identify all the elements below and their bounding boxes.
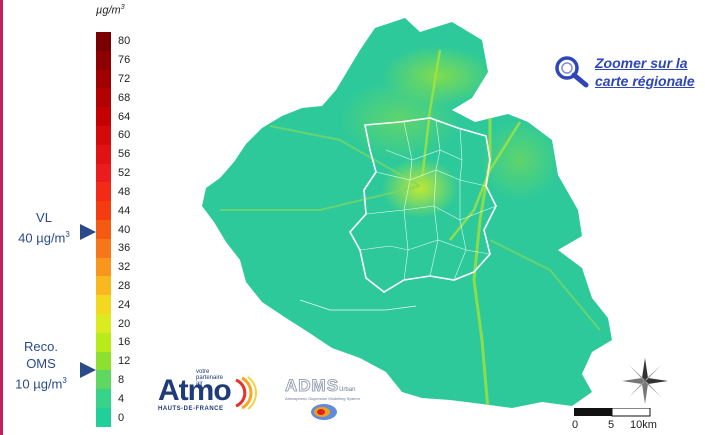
legend-color-segment [96, 125, 111, 145]
compass-rose-icon [622, 358, 668, 404]
atmo-region: HAUTS-DE-FRANCE [158, 406, 224, 412]
commune-boundaries [359, 119, 497, 281]
scale-label-10: 10km [630, 419, 657, 431]
outer-boundary-line [299, 299, 417, 311]
legend-tick-label: 44 [118, 204, 131, 217]
zoom-regional-link[interactable]: Zoomer sur la carte régionale [553, 54, 695, 90]
legend-color-segment [96, 313, 111, 333]
legend-color-scale [96, 32, 111, 427]
legend-color-segment [96, 50, 111, 70]
plume-icon [311, 404, 337, 420]
scale-label-5: 5 [608, 419, 615, 431]
oms-arrow-icon [80, 362, 96, 378]
legend-color-segment [96, 407, 111, 427]
legend-tick-label: 56 [118, 148, 131, 161]
atmo-logo: votre partenaire air Atmo HAUTS-DE-FRANC… [158, 369, 257, 412]
legend-tick-label: 12 [118, 355, 131, 368]
adms-wordmark: ADMS [284, 376, 340, 396]
zoom-link-line2[interactable]: carte régionale [595, 73, 695, 89]
legend-tick-label: 76 [118, 54, 131, 67]
vl-arrow-icon [80, 224, 96, 240]
legend-tick-label: 72 [118, 73, 131, 86]
magnifier-icon [555, 56, 589, 88]
atmo-arc-icon [235, 376, 257, 410]
legend-tick-label: 16 [118, 336, 131, 349]
legend-tick-label: 20 [118, 317, 131, 330]
legend-tick-label: 36 [118, 242, 131, 255]
zoom-link-line1[interactable]: Zoomer sur la [595, 55, 688, 71]
legend-color-segment [96, 295, 111, 314]
legend-color-segment [96, 107, 111, 126]
legend-unit-label: µg/m3 [96, 4, 125, 17]
pollution-hotspots [220, 39, 601, 408]
legend-tick-label: 52 [118, 167, 131, 180]
distance-scale-bar [574, 408, 651, 417]
legend-tick-label: 48 [118, 185, 131, 198]
legend-color-segment [96, 88, 111, 108]
legend-tick-label: 24 [118, 298, 131, 311]
legend-tick-label: 60 [118, 129, 131, 142]
legend-color-segment [96, 32, 111, 51]
legend-color-segment [96, 144, 111, 164]
concentration-map[interactable] [190, 10, 620, 420]
legend-color-segment [96, 332, 111, 352]
adms-subtitle: Atmospheric Dispersion Modelling System [285, 396, 360, 401]
legend-tick-label: 80 [118, 35, 131, 48]
atmo-tagline: votre partenaire air [196, 369, 224, 387]
legend-color-segment [96, 163, 111, 183]
legend-color-segment [96, 201, 111, 220]
legend-color-segment [96, 276, 111, 296]
legend-color-segment [96, 238, 111, 258]
legend-color-segment [96, 370, 111, 390]
legend-color-segment [96, 69, 111, 89]
legend-tick-label: 0 [118, 411, 125, 424]
legend-color-segment [96, 257, 111, 277]
legend-color-segment [96, 182, 111, 202]
oms-reference-label: Reco. OMS 10 µg/m3 [15, 339, 67, 392]
legend-color-segment [96, 219, 111, 239]
adms-logo: ADMSUrban Atmospheric Dispersion Modelli… [284, 376, 360, 420]
legend-tick-label: 8 [118, 373, 125, 386]
legend-tick-label: 64 [118, 110, 131, 123]
legend-tick-label: 28 [118, 279, 131, 292]
vl-reference-label: VL 40 µg/m3 [18, 210, 70, 246]
atmo-wordmark: Atmo [158, 374, 232, 407]
legend-tick-label: 68 [118, 91, 131, 104]
legend-color-segment [96, 389, 111, 408]
scale-label-0: 0 [572, 419, 579, 431]
left-frame-border [0, 0, 3, 435]
legend-tick-label: 32 [118, 261, 131, 274]
legend-color-segment [96, 351, 111, 371]
legend-tick-label: 40 [118, 223, 131, 236]
adms-suffix: Urban [339, 387, 356, 393]
legend-tick-label: 4 [118, 392, 125, 405]
